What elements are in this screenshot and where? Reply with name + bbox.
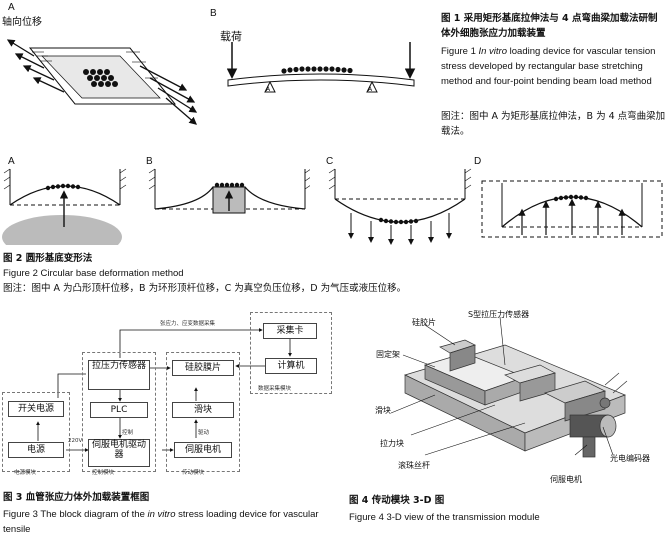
drive-label: 驱动 (198, 430, 210, 436)
fig4-label-servo-motor: 伺服电机 (550, 475, 582, 484)
fig4-caption-cn: 图 4 传动模块 3-D 图 (349, 495, 445, 506)
power-module-frame (2, 392, 70, 472)
fig1-caption-en: Figure 1 In vitro loading device for vas… (441, 44, 666, 89)
fig3-caption-en: Figure 3 The block diagram of the in vit… (3, 507, 333, 537)
control-module-label: 控制模块 (92, 470, 115, 476)
fig1-caption-cn: 图 1 采用矩形基底拉伸法与 4 点弯曲梁加载法研制体外细胞张应力加载装置 (441, 13, 658, 39)
collect-card-box: 采集卡 (263, 323, 317, 339)
data-module-frame (250, 312, 332, 394)
fig1-panel-a-label: A (8, 2, 15, 13)
fig3-caption-en-italic: in vitro (147, 509, 176, 520)
slider-box: 滑块 (172, 402, 234, 418)
fig4-label-slider: 滑块 (375, 406, 391, 415)
fig1-caption-en-italic: In vitro (478, 46, 508, 57)
fig1-caption-en-prefix: Figure 1 (441, 46, 479, 57)
fig2-panel-b-drawing (148, 168, 310, 214)
fig4-label-fixed-frame: 固定架 (376, 350, 400, 359)
svg-text:A: A (368, 86, 373, 93)
fig1-panel-b-label: B (210, 8, 217, 19)
fig2-caption-cn: 图 2 圆形基底变形法 (3, 253, 93, 264)
fig1-note: 图注：图中 A 为矩形基底拉伸法，B 为 4 点弯曲梁加载法。 (441, 111, 666, 137)
svg-text:A: A (266, 86, 271, 93)
fig3-caption-cn: 图 3 血管张应力体外加载装置框图 (3, 492, 150, 503)
fig2-panel-d-label: D (474, 156, 482, 167)
fig3-caption-en-prefix: Figure 3 The block diagram of the (3, 509, 148, 520)
fig4-label-pull-block: 拉力块 (380, 439, 404, 448)
fig4-caption-en: Figure 4 3-D view of the transmission mo… (349, 512, 540, 523)
fig4-label-silicone: 硅胶片 (412, 318, 436, 327)
servo-motor-box: 伺服电机 (174, 442, 232, 458)
fig2-note: 图注：图中 A 为凸形顶杆位移，B 为环形顶杆位移，C 为真空负压位移，D 为气… (3, 283, 407, 294)
fig4-label-s-sensor: S型拉压力传感器 (468, 310, 530, 319)
silicone-membrane-box: 硅胶膜片 (172, 360, 234, 376)
fig1-panel-a-drawing (6, 39, 198, 125)
fig2-panel-a-drawing (2, 168, 127, 245)
plc-box: PLC (90, 402, 148, 418)
data-module-label: 数据采集模块 (258, 386, 292, 392)
computer-box: 计算机 (265, 358, 317, 374)
fig4-label-ball-screw: 滚珠丝杆 (398, 461, 430, 470)
fig2-panel-b-label: B (146, 156, 153, 167)
power-module-label: 电源模块 (14, 470, 37, 476)
fig2-panel-c-drawing (328, 168, 472, 245)
fig2-caption-en: Figure 2 Circular base deformation metho… (3, 268, 184, 279)
fig2-panel-a-label: A (8, 156, 15, 167)
switch-power-box: 开关电源 (8, 401, 64, 417)
control-module-frame (82, 352, 156, 472)
transmission-module-frame (166, 352, 240, 472)
load-label: 载荷 (220, 30, 242, 43)
fig2-panel-c-label: C (326, 156, 334, 167)
v220-label: 220V (68, 438, 83, 444)
axial-displacement-label: 轴向位移 (2, 17, 42, 28)
fig3-block-diagram: 张应力、应变数据采集 采集卡 计算机 数据采集模块 拉压力传感器 PLC 控制 … (0, 308, 340, 483)
transmission-module-label: 传动模块 (182, 470, 205, 476)
control-label: 控制 (122, 430, 134, 436)
fig4-3d-drawing (390, 316, 628, 458)
feedback-label: 张应力、应变数据采集 (160, 321, 216, 327)
power-box: 电源 (8, 442, 64, 458)
fig1-caption-en-rest: loading device for vascular tension stre… (441, 46, 656, 87)
servo-driver-box: 伺服电机驱动器 (88, 439, 150, 467)
tension-sensor-box: 拉压力传感器 (88, 360, 150, 390)
fig3-caption-en-rest: stress loading device for vascular tensi… (3, 509, 319, 535)
fig4-label-encoder: 光电编码器 (610, 454, 650, 463)
fig2-panel-d-drawing (481, 180, 663, 238)
